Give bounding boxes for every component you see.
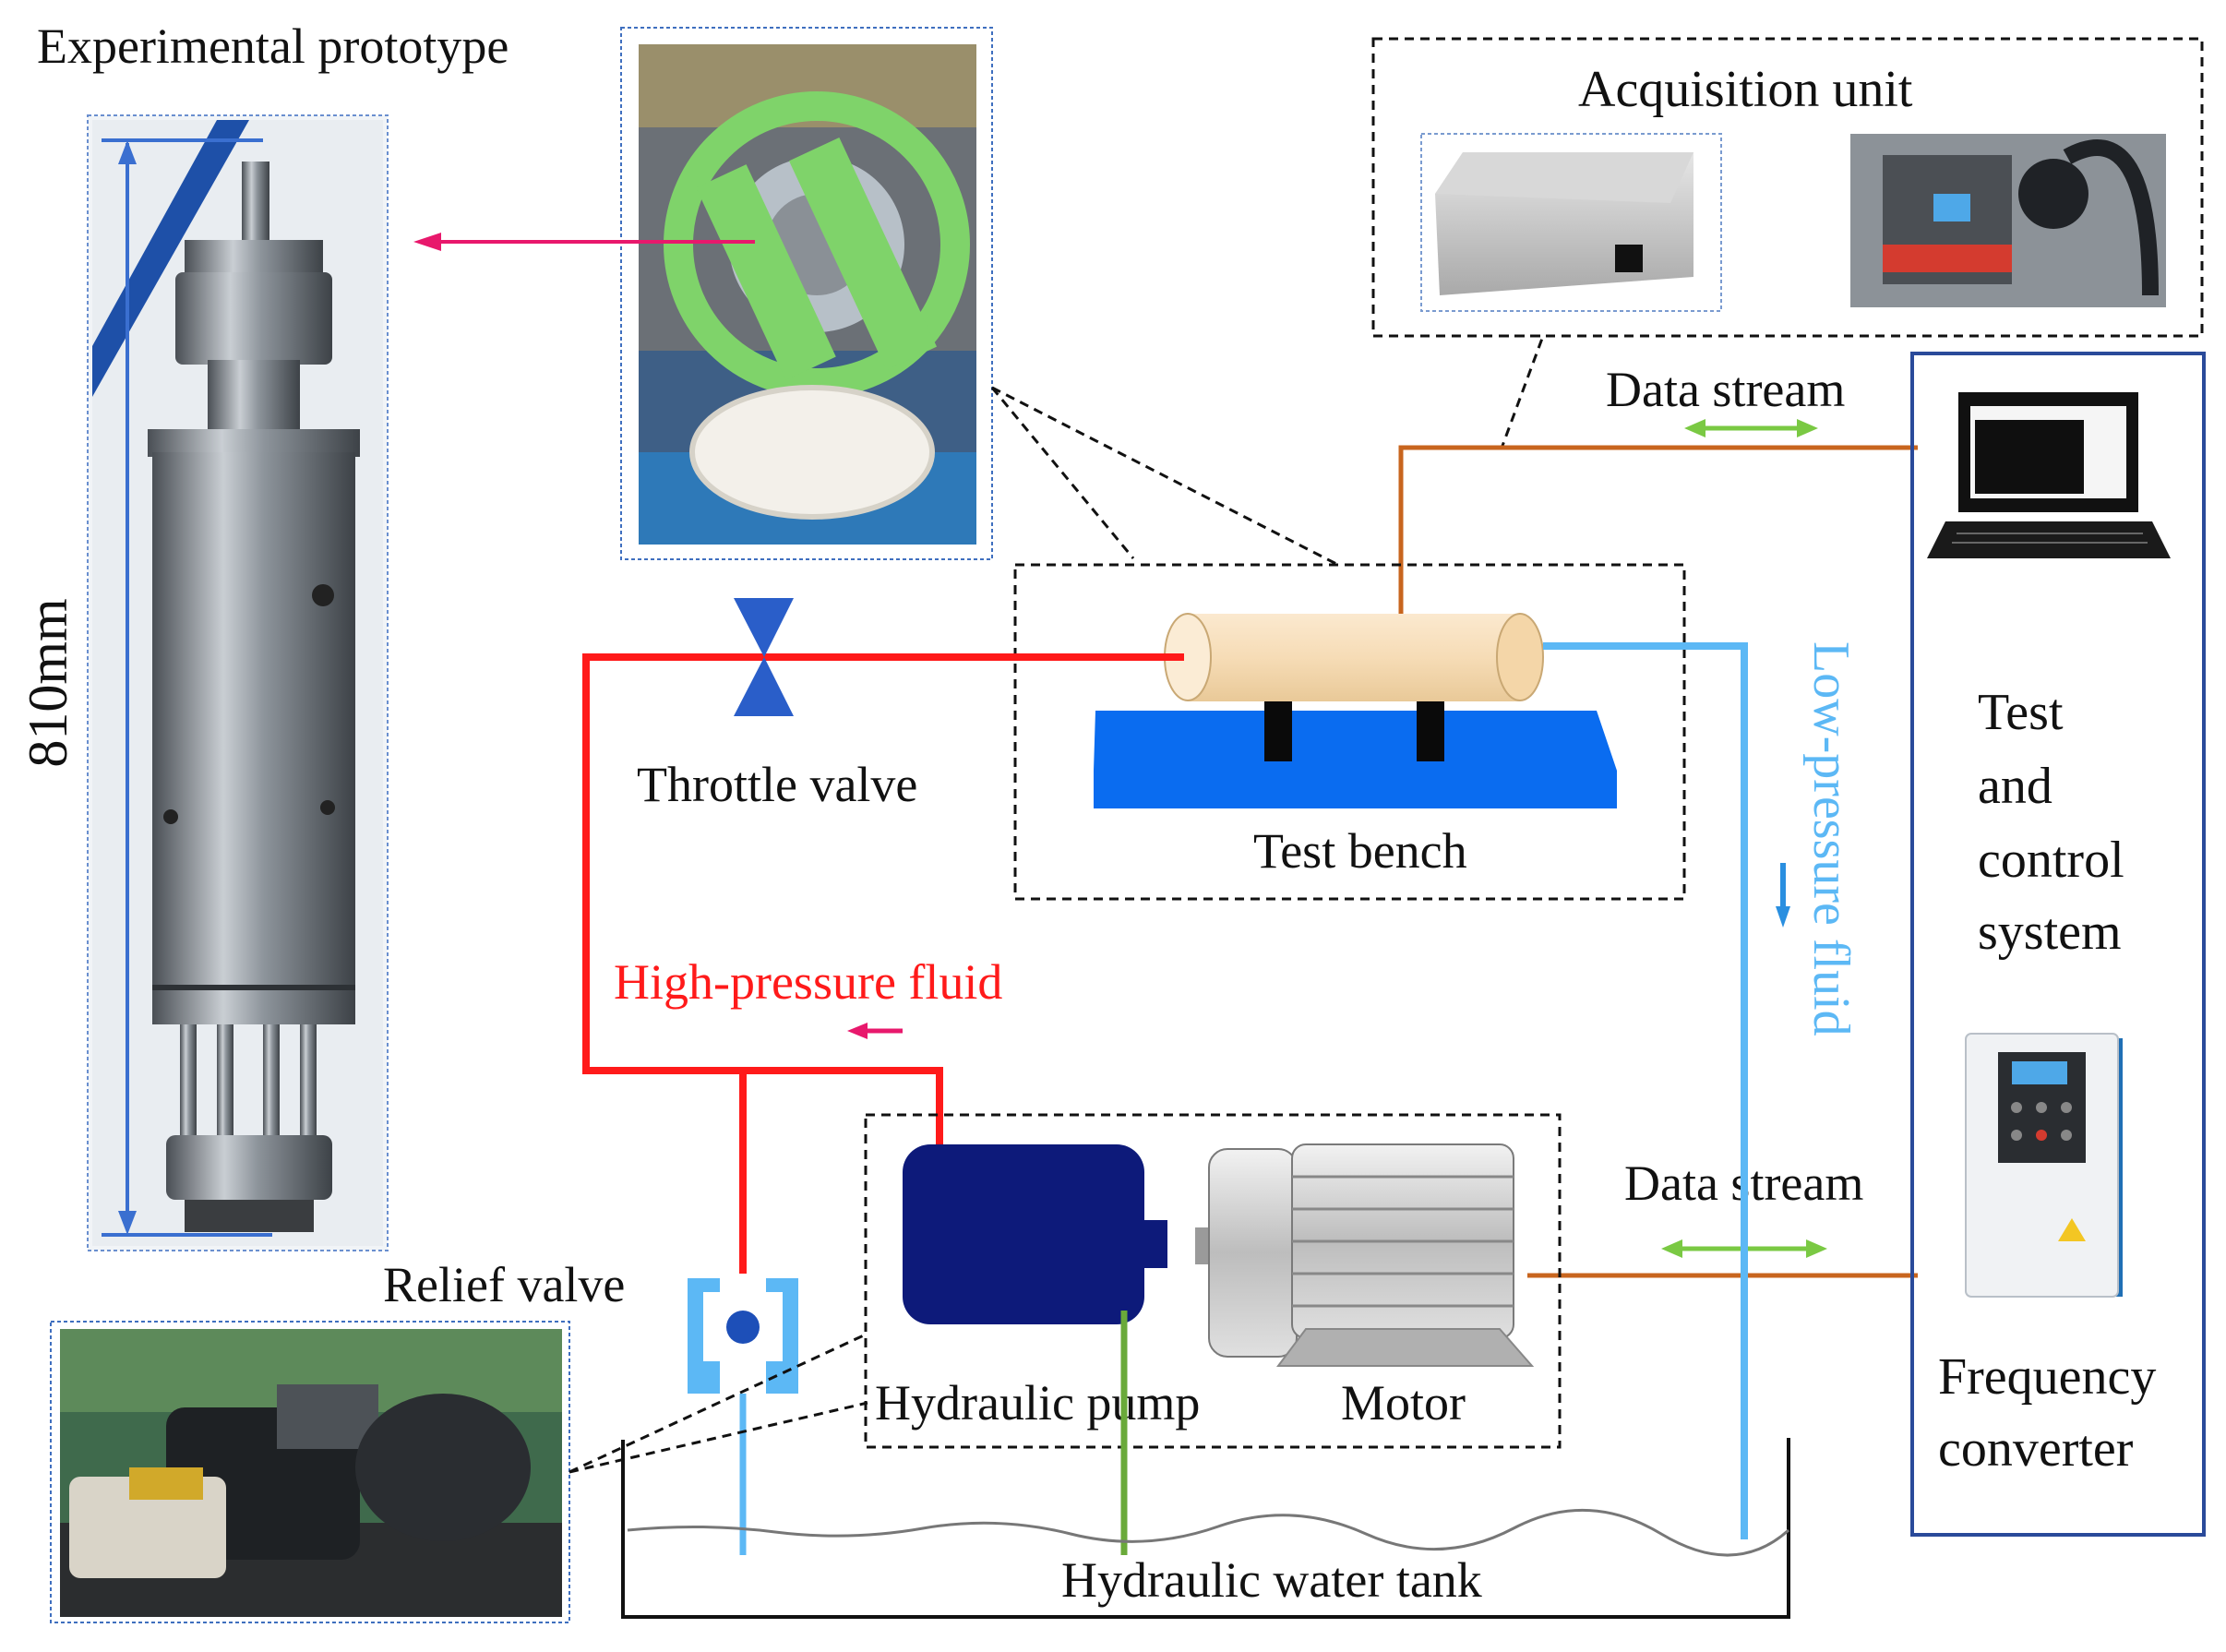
relief-valve-label: Relief valve	[383, 1257, 625, 1312]
test-control-label-4: system	[1978, 904, 2122, 961]
prototype-photo	[87, 114, 389, 1251]
test-control-system-box	[1910, 352, 2206, 1537]
low-pressure-flow-arrow	[1776, 863, 1790, 928]
low-pressure-fluid-label: Low-pressure fluid	[1802, 641, 1860, 1036]
laptop-icon	[1927, 392, 2171, 558]
experimental-prototype-label: Experimental prototype	[37, 18, 509, 74]
test-control-label-2: and	[1978, 758, 2052, 815]
test-bench-label: Test bench	[1253, 823, 1467, 879]
motor-icon	[1167, 1140, 1535, 1371]
test-bench-box	[1013, 563, 1686, 901]
hydraulic-pump-icon	[903, 1144, 1194, 1324]
high-pressure-flow-arrow	[847, 1023, 903, 1039]
sensor-device-photo	[1850, 134, 2166, 307]
test-bench-schematic	[1094, 613, 1617, 808]
hydraulic-water-tank	[621, 1438, 1790, 1619]
hydraulic-water-tank-label: Hydraulic water tank	[1061, 1552, 1482, 1608]
acquisition-device-photo	[1420, 133, 1722, 312]
test-bench-photo	[620, 27, 993, 560]
throttle-valve-icon	[734, 598, 794, 716]
frequency-converter-label-1: Frequency	[1938, 1348, 2156, 1406]
motor-label: Motor	[1341, 1375, 1466, 1431]
acquisition-unit-box	[1371, 37, 2204, 338]
test-control-label-3: control	[1978, 832, 2124, 889]
low-pressure-pipe	[1543, 642, 1748, 1539]
hydraulic-pump-label: Hydraulic pump	[875, 1375, 1200, 1431]
data-stream-arrow-top	[1684, 419, 1818, 437]
acquisition-callout	[1500, 334, 1546, 447]
data-line-top	[1398, 445, 1918, 614]
high-pressure-fluid-label: High-pressure fluid	[614, 954, 1002, 1010]
high-pressure-pipe	[582, 653, 1184, 1216]
length-dimension-label: 810mm	[18, 598, 78, 767]
frequency-converter-label-2: converter	[1938, 1420, 2134, 1478]
throttle-valve-label: Throttle valve	[637, 757, 917, 812]
relief-valve-icon	[688, 1278, 798, 1394]
acquisition-unit-label: Acquisition unit	[1578, 61, 1913, 118]
test-control-label-1: Test	[1978, 684, 2064, 741]
pump-motor-box	[864, 1113, 1562, 1449]
pump-unit-photo	[50, 1321, 570, 1623]
frequency-converter-icon	[1965, 1033, 2123, 1298]
data-stream-label-top: Data stream	[1606, 362, 1845, 417]
